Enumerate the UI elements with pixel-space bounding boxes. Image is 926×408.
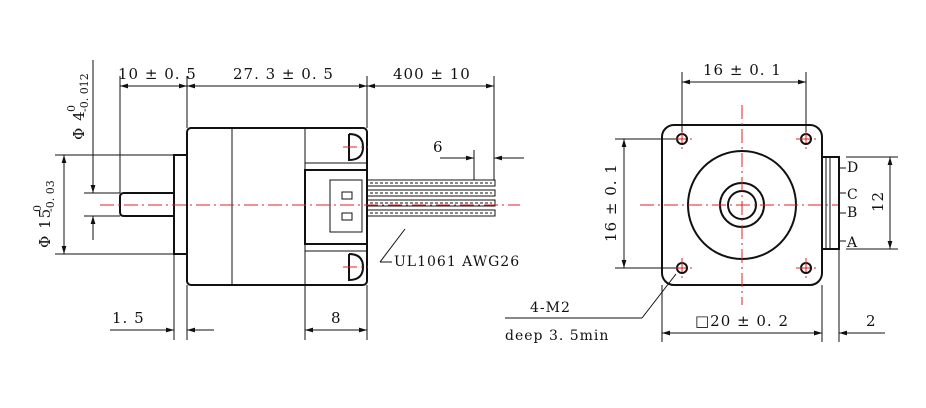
dim-flange: 1. 5 <box>112 309 145 327</box>
dim-lead-length: 400 ± 10 <box>393 65 471 83</box>
dim-hole-spacing-h: 16 ± 0. 1 <box>703 61 782 79</box>
mounting-holes <box>672 129 816 278</box>
dim-shaft-diameter: Φ 4 0 -0. 012 <box>65 73 91 140</box>
front-view: D C B A 16 ± 0. 1 16 ± 0. 1 12 □20 ± 0. … <box>505 61 898 344</box>
hole-note-size: 4-M2 <box>530 300 571 316</box>
connector-pin-2 <box>341 212 353 221</box>
connector-housing <box>304 169 368 245</box>
dim-shaft-length: 10 ± 0. 5 <box>118 65 197 83</box>
svg-text:0: 0 <box>31 205 44 212</box>
svg-text:-0. 03: -0. 03 <box>44 180 57 212</box>
lead-wires <box>366 179 496 217</box>
svg-text:Φ 15: Φ 15 <box>36 208 54 248</box>
svg-text:-0. 012: -0. 012 <box>78 73 91 112</box>
lead-label-c: C <box>847 187 859 203</box>
svg-text:0: 0 <box>65 105 78 112</box>
connector-plug <box>329 179 363 233</box>
lead-label-b: B <box>847 205 858 221</box>
dim-body-length: 27. 3 ± 0. 5 <box>233 65 334 83</box>
hole-note-depth: deep 3. 5min <box>505 328 609 344</box>
dim-hole-spacing-v: 16 ± 0. 1 <box>602 163 620 242</box>
motor-body <box>186 127 368 286</box>
dim-lead-span: 12 <box>869 191 887 212</box>
lead-label-d: D <box>847 160 859 176</box>
dim-lead-offset: 2 <box>866 312 877 330</box>
dim-connector: 8 <box>331 309 342 327</box>
dim-lead-strip: 6 <box>433 138 444 156</box>
dim-pilot-diameter: Φ 15 0 -0. 03 <box>31 180 57 248</box>
connector-pin-1 <box>341 191 353 200</box>
lead-label-a: A <box>846 235 858 251</box>
cable-spec-label: UL1061 AWG26 <box>394 254 520 270</box>
svg-text:Φ 4: Φ 4 <box>70 110 88 140</box>
side-view: 10 ± 0. 5 27. 3 ± 0. 5 400 ± 10 6 1. 5 8… <box>31 60 524 340</box>
dim-body-square: □20 ± 0. 2 <box>695 312 789 330</box>
